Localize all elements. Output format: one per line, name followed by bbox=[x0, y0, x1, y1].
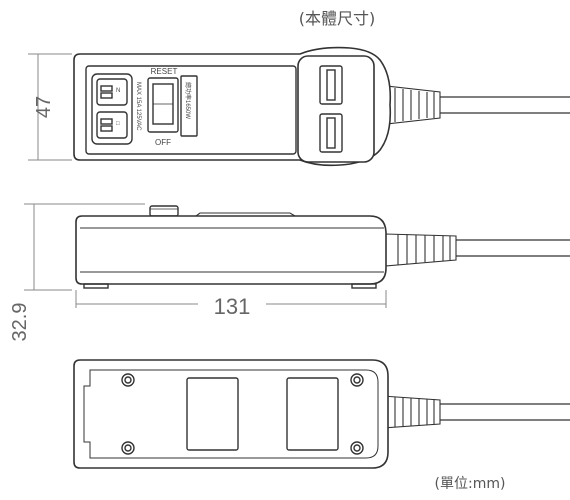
top-cable bbox=[440, 96, 570, 114]
screw-hole-bottom-left bbox=[121, 441, 135, 455]
side-switch-bump bbox=[149, 205, 179, 217]
screw-hole-top-right bbox=[350, 373, 364, 387]
off-label: OFF bbox=[155, 138, 171, 147]
rating-label: MAX 15A 125VAC bbox=[135, 82, 141, 131]
side-view bbox=[75, 205, 570, 289]
usb-module bbox=[297, 55, 375, 163]
thickness-value: 32.9 bbox=[9, 303, 31, 342]
switch-housing bbox=[147, 77, 179, 133]
slot-top-live bbox=[100, 92, 113, 99]
usb-port-bottom-tongue bbox=[326, 117, 336, 149]
bottom-body-outline bbox=[73, 359, 389, 469]
socket-mark-ground: □ bbox=[116, 121, 120, 127]
usb-port-bottom bbox=[319, 113, 343, 153]
page-title: (本體尺寸) bbox=[299, 9, 376, 28]
socket-mark-n: N bbox=[116, 88, 120, 94]
height-value: 47 bbox=[33, 96, 55, 118]
reset-label: RESET bbox=[151, 67, 178, 76]
usb-port-top bbox=[319, 65, 343, 105]
length-dimension bbox=[75, 290, 387, 308]
side-cable bbox=[456, 239, 570, 257]
ac-outlet-frame bbox=[91, 73, 133, 145]
height-dimension bbox=[28, 53, 72, 161]
ac-socket-top bbox=[96, 78, 128, 106]
socket-panel bbox=[85, 65, 297, 155]
side-body-outline bbox=[75, 215, 387, 285]
bottom-inner-rim bbox=[83, 369, 379, 459]
thickness-dimension bbox=[24, 203, 145, 291]
bottom-strain-relief bbox=[381, 395, 441, 429]
screw-hole-top-left bbox=[121, 373, 135, 387]
bottom-pad-left bbox=[186, 377, 239, 451]
slot-bottom-live bbox=[100, 125, 113, 132]
usb-port-top-tongue bbox=[326, 69, 336, 101]
side-foot-left bbox=[83, 283, 109, 289]
bottom-cable bbox=[440, 403, 570, 421]
slot-top-neutral bbox=[100, 85, 113, 92]
ac-socket-bottom bbox=[96, 111, 128, 139]
bottom-view bbox=[73, 359, 570, 469]
side-foot-right bbox=[351, 283, 377, 289]
power-label: 總功率1650W bbox=[184, 82, 192, 119]
label-strip bbox=[180, 75, 198, 137]
side-top-ridge bbox=[195, 212, 296, 217]
screw-hole-bottom-right bbox=[350, 441, 364, 455]
top-view bbox=[73, 46, 570, 167]
slot-bottom-neutral bbox=[100, 118, 113, 125]
unit-label: (單位:mm) bbox=[435, 476, 506, 492]
side-strain-relief bbox=[384, 233, 457, 267]
bottom-pad-right bbox=[286, 377, 339, 451]
length-value: 131 bbox=[214, 294, 251, 319]
